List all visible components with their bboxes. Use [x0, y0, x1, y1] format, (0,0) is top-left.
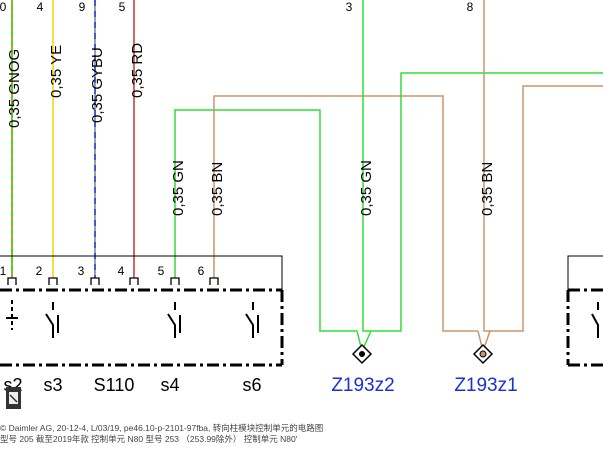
top-pin-label: 3	[346, 0, 353, 14]
splice-z193z2-symbol	[351, 343, 373, 365]
top-pin-label: 9	[79, 0, 86, 14]
wire-label: 0,35 BN	[209, 162, 226, 216]
wire-bn-left	[213, 95, 478, 332]
control-unit-outline	[0, 255, 283, 290]
wire-label: 0,35 BN	[479, 162, 496, 216]
connector-pin-number: 4	[118, 264, 125, 278]
splice-z193z1-symbol	[472, 343, 494, 365]
wire-label: 0,35 GNOG	[6, 49, 23, 128]
top-pin-label: 8	[467, 0, 474, 14]
switch-s3-symbol	[45, 302, 59, 338]
splice-label-z193z1: Z193z1	[454, 375, 517, 396]
top-pin-label: 4	[37, 0, 44, 14]
wire-label: 0,35 RD	[129, 43, 146, 98]
wire-label: 0,35 GN	[170, 160, 187, 216]
splice-label-z193z2: Z193z2	[331, 375, 394, 396]
switch-label: s4	[160, 375, 179, 395]
switch-label: s6	[242, 375, 261, 395]
footer-line-2: 型号 205 截至2019年款 控制单元 N80 型号 253 （253.99除…	[0, 434, 298, 444]
switch-s4-symbol	[167, 302, 181, 338]
connector-pin-number: 1	[0, 264, 7, 278]
wire-label: 0,35 GN	[358, 160, 375, 216]
top-pin-label: 0	[0, 0, 7, 14]
footer-line-1: © Daimler AG, 20-12-4, L/03/19, pe46.10-…	[0, 423, 324, 433]
connector-pin-number: 2	[36, 264, 43, 278]
switch-s2-symbol	[6, 300, 18, 330]
wire-label: 0,35 GYBU	[89, 47, 106, 123]
switch-label: s3	[43, 375, 62, 395]
wire-gn-right	[362, 0, 603, 332]
wire-gn-left	[174, 109, 357, 332]
wire-bn-right	[483, 0, 603, 332]
connector-pin-number: 6	[198, 264, 205, 278]
right-component-outline	[567, 255, 603, 290]
document-icon	[6, 387, 21, 409]
switch-label: S110	[94, 375, 135, 395]
right-switch-symbol	[591, 302, 599, 338]
wire-label: 0,35 YE	[48, 45, 65, 98]
top-pin-label: 5	[119, 0, 126, 14]
pin-terminals	[7, 277, 219, 285]
connector-pin-number: 5	[158, 264, 165, 278]
switch-s6-symbol	[245, 302, 259, 338]
connector-pin-number: 3	[78, 264, 85, 278]
